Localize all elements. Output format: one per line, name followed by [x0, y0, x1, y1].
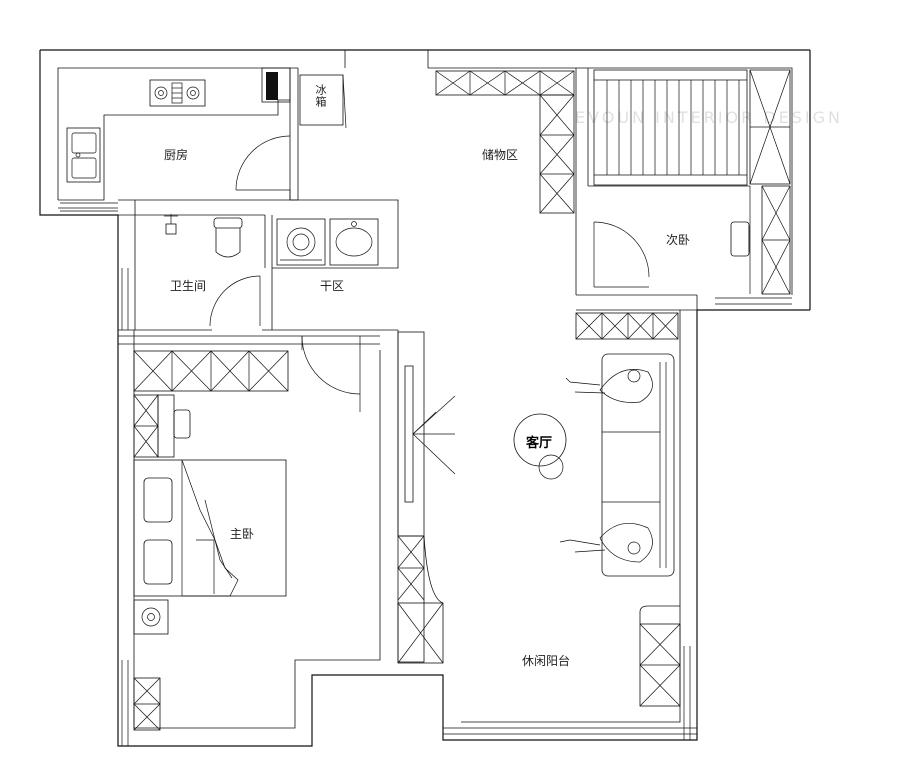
watermark: EVOUN INTERIOR DESIGN [575, 108, 844, 127]
bed-single [593, 69, 748, 186]
room-label-dry-area: 干区 [320, 279, 345, 293]
living-room [575, 312, 679, 340]
kitchen-sink [66, 127, 101, 183]
room-label-storage: 储物区 [482, 148, 519, 162]
nightstand-lamp [133, 599, 169, 635]
room-label-bathroom: 卫生间 [170, 279, 207, 293]
person-top [565, 369, 653, 403]
fridge [299, 74, 347, 129]
room-label-fridge: 冰箱 [314, 84, 327, 108]
exterior-walls [39, 49, 811, 747]
second-bedroom [575, 68, 792, 311]
coffee-table [513, 413, 567, 480]
wardrobe-second-bedroom [749, 69, 791, 295]
dresser-stool [173, 409, 191, 439]
room-label-balcony: 休闲阳台 [522, 654, 571, 668]
kitchen-door [235, 135, 291, 191]
storage-cabinet [435, 70, 575, 214]
sofa [601, 353, 675, 577]
stove [149, 79, 206, 107]
room-label-kitchen: 厨房 [164, 148, 189, 162]
room-label-living-room: 客厅 [526, 436, 553, 451]
washing-machine [276, 218, 326, 266]
room-label-second-bedroom: 次卧 [666, 233, 691, 247]
master-cabinet-bottom [133, 677, 161, 731]
tv-wall [397, 331, 456, 537]
room-label-master-bedroom: 主卧 [230, 527, 255, 541]
person-bottom [559, 522, 653, 563]
desk-chair [730, 221, 750, 257]
double-bed [133, 459, 287, 597]
bathroom [118, 199, 399, 536]
wash-basin [329, 218, 379, 266]
balcony [397, 535, 697, 740]
master-bedroom [118, 335, 380, 746]
wardrobe-master [133, 350, 289, 458]
range-hood [261, 67, 291, 103]
